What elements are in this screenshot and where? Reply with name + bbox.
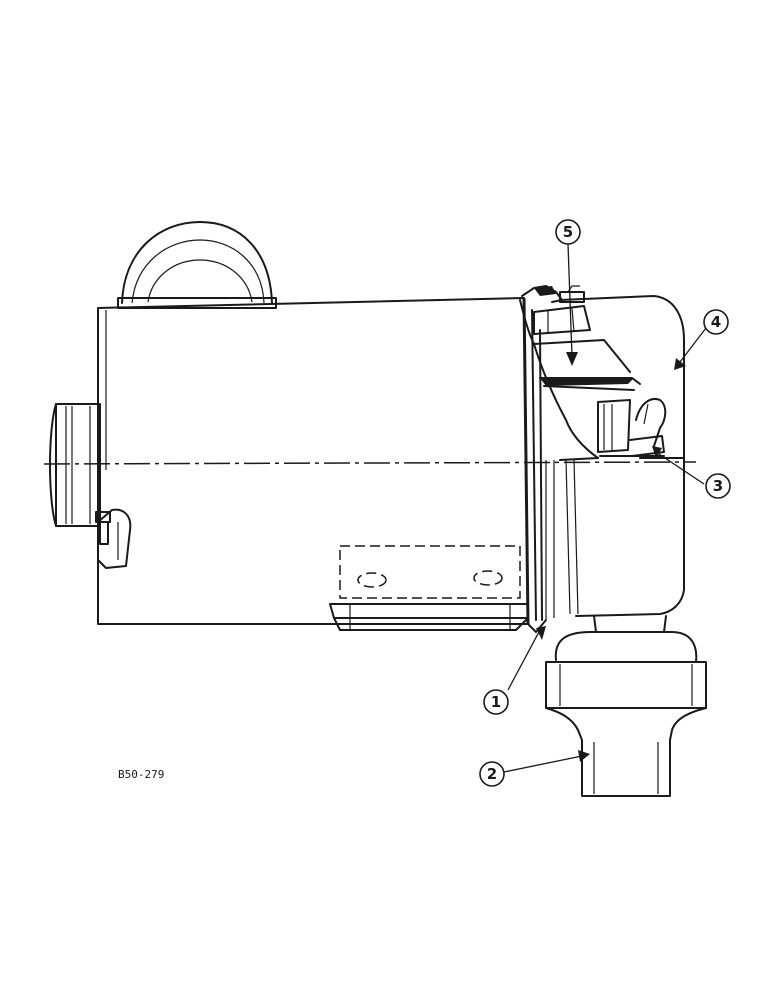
- callout-4: 4: [703, 309, 729, 335]
- dust-valve: [545, 615, 707, 797]
- callout-3: 3: [705, 473, 731, 499]
- callout-1: 1: [483, 689, 509, 715]
- main-housing: [97, 297, 529, 625]
- callout-leaders: [503, 243, 707, 773]
- callout-2-label: 2: [487, 765, 497, 783]
- side-clamp-bracket: [95, 508, 132, 569]
- center-line: [43, 461, 697, 465]
- callout-5: 5: [555, 219, 581, 245]
- callout-1-label: 1: [491, 693, 501, 711]
- drawing-code: B50-279: [118, 768, 164, 781]
- end-cover: [559, 295, 685, 617]
- callout-2: 2: [479, 761, 505, 787]
- cutaway-inner-element: [519, 299, 667, 459]
- top-intake-dome: [117, 221, 277, 309]
- mounting-bracket: [329, 545, 529, 631]
- callout-5-label: 5: [563, 223, 573, 241]
- callout-3-label: 3: [713, 477, 723, 495]
- left-outlet-pipe: [49, 403, 101, 527]
- clamp-band: [522, 297, 555, 633]
- callout-4-label: 4: [711, 313, 721, 331]
